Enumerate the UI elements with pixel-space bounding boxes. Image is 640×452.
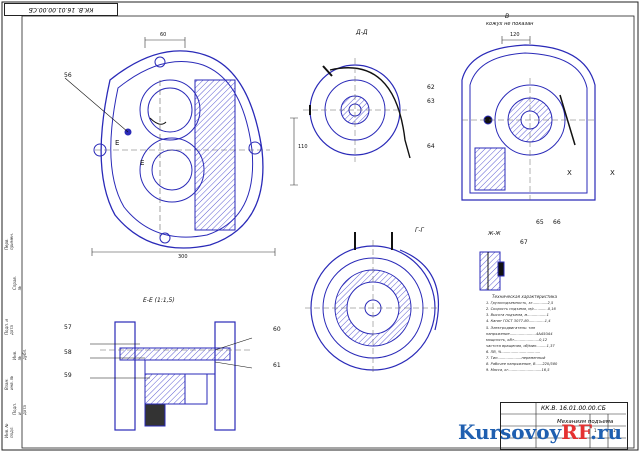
section-ee-view xyxy=(90,321,253,431)
tech-line: частота вращения, об/мин.........1,37 xyxy=(486,343,555,348)
tech-line: напряжение.......................4АА50А4 xyxy=(486,331,553,336)
view-v-label: В xyxy=(505,13,510,20)
tech-line: мощность, кВт......................0,12 xyxy=(486,337,548,342)
tech-line: 4. Канат ГОСТ 3077-80..............1,4 xyxy=(486,319,551,324)
watermark-accent: RF xyxy=(561,420,591,444)
section-mark-x2: Х xyxy=(610,169,615,177)
tech-line: 9. Масса, кг............................… xyxy=(486,368,550,373)
section-gg-view xyxy=(305,232,440,375)
callout-65: 65 xyxy=(536,219,544,226)
section-mark-x1: Х xyxy=(567,169,572,177)
side-strip-cell: Подп. и дата xyxy=(4,319,14,335)
tech-line: 8. Рабочее напряжение, В......220/380 xyxy=(486,362,558,367)
callout-61: 61 xyxy=(273,362,281,369)
front-view xyxy=(64,37,298,256)
title-block-sheet: 1 xyxy=(594,428,597,433)
tech-line: 1. Грузоподъемность, кг.............2,5 xyxy=(486,301,554,306)
watermark-suffix: .ru xyxy=(590,420,623,444)
side-strip-cell: Взам. инв. № xyxy=(4,375,14,390)
callout-66: 66 xyxy=(553,219,561,226)
tech-line: 2. Скорость подъема, м/с............0,16 xyxy=(486,307,556,312)
callout-56: 56 xyxy=(64,72,72,79)
side-strip-cell: Подп. и дата xyxy=(12,402,27,415)
tech-line: 5. Электродвигатель: тип xyxy=(486,325,536,330)
section-dd-view xyxy=(303,58,411,162)
view-zh xyxy=(479,251,505,291)
callout-58: 58 xyxy=(64,349,72,356)
section-dd-label: Д-Д xyxy=(356,29,368,36)
tech-line: 7. Тип.....................переменный xyxy=(486,356,546,361)
title-block: КК.В. 16.01.00.00.СБ Механизм подъема 1 … xyxy=(500,402,628,450)
section-mark-e2: Е xyxy=(140,159,145,167)
section-gg-label: Г-Г xyxy=(415,227,424,234)
watermark-logo: KursovoyRF.ru xyxy=(458,420,622,444)
technical-notes: Техническая характеристика 1. Грузоподъе… xyxy=(486,293,606,373)
watermark-main: Kursovoy xyxy=(458,420,562,444)
tech-line: 6. ПВ, %................................… xyxy=(486,350,541,355)
tech-heading: Техническая характеристика xyxy=(492,294,558,299)
side-strip-cell: Перв. примен. xyxy=(4,232,14,250)
callout-60: 60 xyxy=(273,326,281,333)
side-strip-cell: Справ. № xyxy=(12,275,22,290)
dimension-top-right: 120 xyxy=(510,32,520,38)
side-strip-cell: Инв. № подл. xyxy=(4,423,14,438)
callout-63: 63 xyxy=(427,98,435,105)
view-zh-label: Ж-Ж xyxy=(488,231,501,237)
callout-62: 62 xyxy=(427,84,435,91)
title-block-sheets: 1 xyxy=(613,428,616,433)
callout-64: 64 xyxy=(427,143,435,150)
inner-frame xyxy=(21,15,635,449)
section-ee-label: Е-Е (1:1,5) xyxy=(143,297,175,304)
dimension-side-front: 110 xyxy=(298,144,308,150)
view-v-note: кожух не показан xyxy=(486,21,534,27)
callout-67: 67 xyxy=(520,239,528,246)
tech-line: 3. Высота подъема, м.................1 xyxy=(486,313,549,318)
title-block-name: Механизм подъема xyxy=(557,419,614,425)
drawing-code-stamp: КК.В. 16.01.00.00.СБ xyxy=(4,3,118,16)
view-v xyxy=(461,36,596,201)
title-block-code: КК.В. 16.01.00.00.СБ xyxy=(541,405,606,412)
callout-59: 59 xyxy=(64,372,72,379)
callout-57: 57 xyxy=(64,324,72,331)
side-strip: Перв. примен. Справ. № Подп. и дата Инв.… xyxy=(0,150,27,440)
dimension-top-front: 60 xyxy=(160,32,167,38)
title-block-lines xyxy=(500,402,626,448)
section-mark-e1: Е xyxy=(115,139,120,147)
dimension-bottom-front: 300 xyxy=(178,254,188,260)
side-strip-cell: Инв. № дубл. xyxy=(12,348,27,360)
